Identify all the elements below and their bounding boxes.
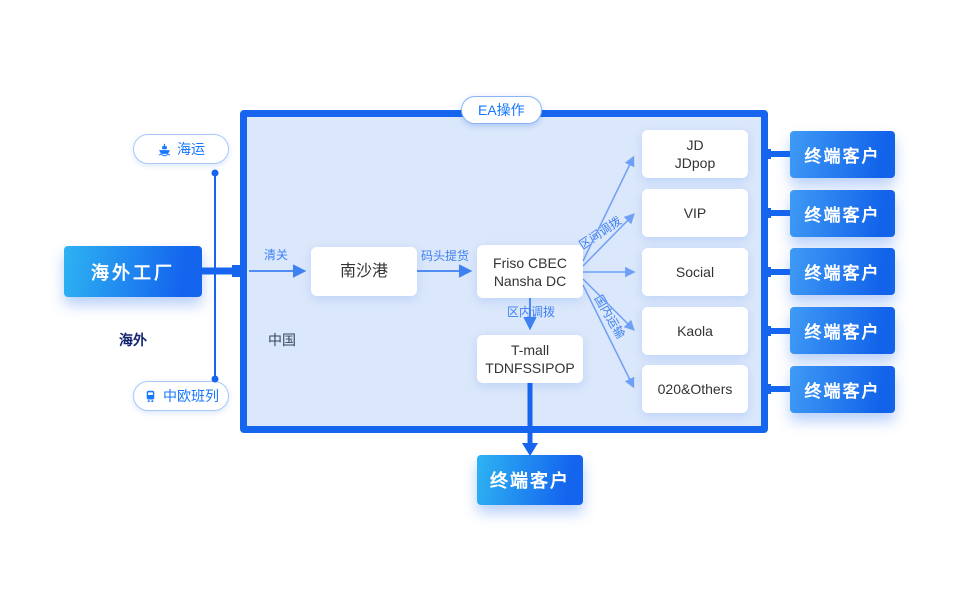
end-customer-box-bottom: 终端客户 [477,455,583,505]
sea-route-pill: 海运 [133,134,229,164]
nansha-port-label: 南沙港 [339,262,388,280]
tmall-node: T-mall TDNFSSIPOP [477,335,583,383]
ea-operation-badge: EA操作 [461,96,542,124]
channel-o2o-others-label: 020&Others [657,381,733,397]
end-customer-box-2: 终端客户 [790,190,895,237]
end-customer-box-5: 终端客户 [790,366,895,413]
dock-pickup-flow-label: 码头提货 [421,249,470,263]
ship-icon [158,143,171,156]
end-customer-box-3: 终端客户 [790,248,895,295]
overseas-factory-node: 海外工厂 [64,246,202,297]
channel-social: Social [642,248,748,296]
train-icon [146,390,155,402]
end-customer-box-1: 终端客户 [790,131,895,178]
channel-social-label: Social [675,264,715,280]
channel-kaola: Kaola [642,307,748,355]
tmall-line2: TDNFSSIPOP [485,360,575,376]
channel-o2o-others: 020&Others [642,365,748,413]
channel-jd: JD JDpop [642,130,748,178]
rail-route-label: 中欧班列 [163,388,219,404]
overseas-region-label: 海外 [119,332,147,348]
channel-vip: VIP [642,189,748,237]
channel-kaola-label: Kaola [677,323,713,339]
channel-vip-label: VIP [683,205,707,221]
customs-flow-label: 清关 [264,248,289,262]
sea-route-label: 海运 [177,141,205,157]
nansha-port-node: 南沙港 [311,247,417,296]
intra-zone-flow-label: 区内调拨 [507,305,556,319]
china-region-label: 中国 [268,332,296,348]
friso-dc-node: Friso CBEC Nansha DC [477,245,583,298]
channel-jd-line1: JD [686,137,704,153]
friso-dc-line2: Nansha DC [493,272,567,289]
friso-dc-line1: Friso CBEC [493,254,567,271]
tmall-line1: T-mall [510,342,550,358]
rail-route-pill: 中欧班列 [133,381,229,411]
channel-jd-line2: JDpop [674,155,716,171]
end-customer-box-4: 终端客户 [790,307,895,354]
